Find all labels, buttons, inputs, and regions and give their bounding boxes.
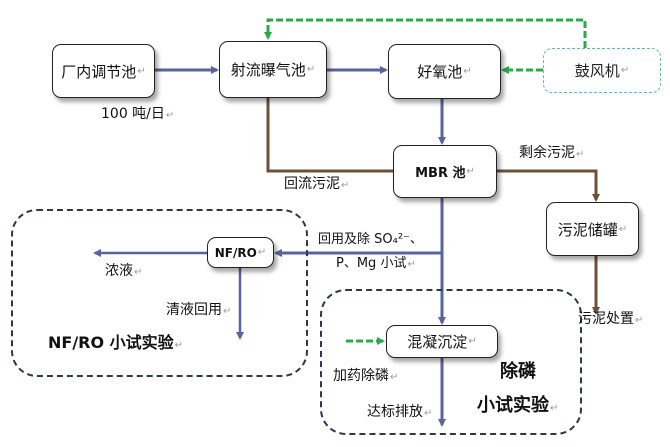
flow-blower-air-top [264, 18, 587, 48]
regulating-tank-box[interactable]: 厂内调节池↵ [52, 44, 155, 98]
aerobic-tank-label: 好氧池 [417, 63, 463, 81]
reuse-removal-label-line1: 回用及除 SO₄²⁻、 [318, 232, 423, 247]
nf-ro-unit-label: NF/RO [214, 245, 257, 260]
nf-ro-test-group [11, 209, 308, 377]
concentrate-label: 浓液↵ [105, 263, 143, 279]
discharge-to-standard-label: 达标排放↵ [367, 404, 433, 420]
jet-aeration-tank-box[interactable]: 射流曝气池↵ [219, 41, 327, 98]
nf-ro-unit-box[interactable]: NF/RO↵ [207, 237, 274, 268]
blower-box[interactable]: 鼓风机↵ [543, 48, 661, 93]
sludge-disposal-label: 污泥处置↵ [578, 311, 644, 327]
flow-excess-sludge [497, 169, 600, 202]
blower-label: 鼓风机 [574, 62, 620, 80]
dosing-phosphorus-removal-label: 加药除磷↵ [333, 368, 399, 384]
phosphorus-removal-title-line2: 小试实验↵ [477, 395, 559, 416]
flow-rate-label: 100 吨/日↵ [101, 106, 175, 122]
nf-ro-pilot-test-label: NF/RO 小试实验↵ [48, 333, 184, 352]
coagulation-sedimentation-label: 混凝沉淀 [407, 333, 468, 351]
sludge-storage-tank-label: 污泥储罐 [557, 220, 618, 239]
flow-return-sludge [264, 84, 393, 173]
coagulation-sedimentation-box[interactable]: 混凝沉淀↵ [386, 325, 498, 358]
sludge-storage-tank-box[interactable]: 污泥储罐↵ [546, 202, 639, 256]
aerobic-tank-box[interactable]: 好氧池↵ [388, 44, 501, 99]
return-sludge-label: 回流污泥↵ [284, 176, 350, 192]
mbr-tank-label: MBR 池 [415, 166, 466, 181]
jet-aeration-tank-label: 射流曝气池 [230, 61, 306, 79]
excess-sludge-label: 剩余污泥↵ [519, 145, 585, 161]
mbr-tank-box[interactable]: MBR 池↵ [393, 145, 497, 198]
regulating-tank-label: 厂内调节池 [61, 62, 137, 81]
reuse-removal-label-line2: P、Mg 小试↵ [336, 256, 416, 271]
phosphorus-test-group [320, 289, 582, 435]
clear-liquid-reuse-label: 清液回用↵ [166, 302, 232, 318]
phosphorus-removal-title-line1: 除磷 [500, 361, 536, 382]
